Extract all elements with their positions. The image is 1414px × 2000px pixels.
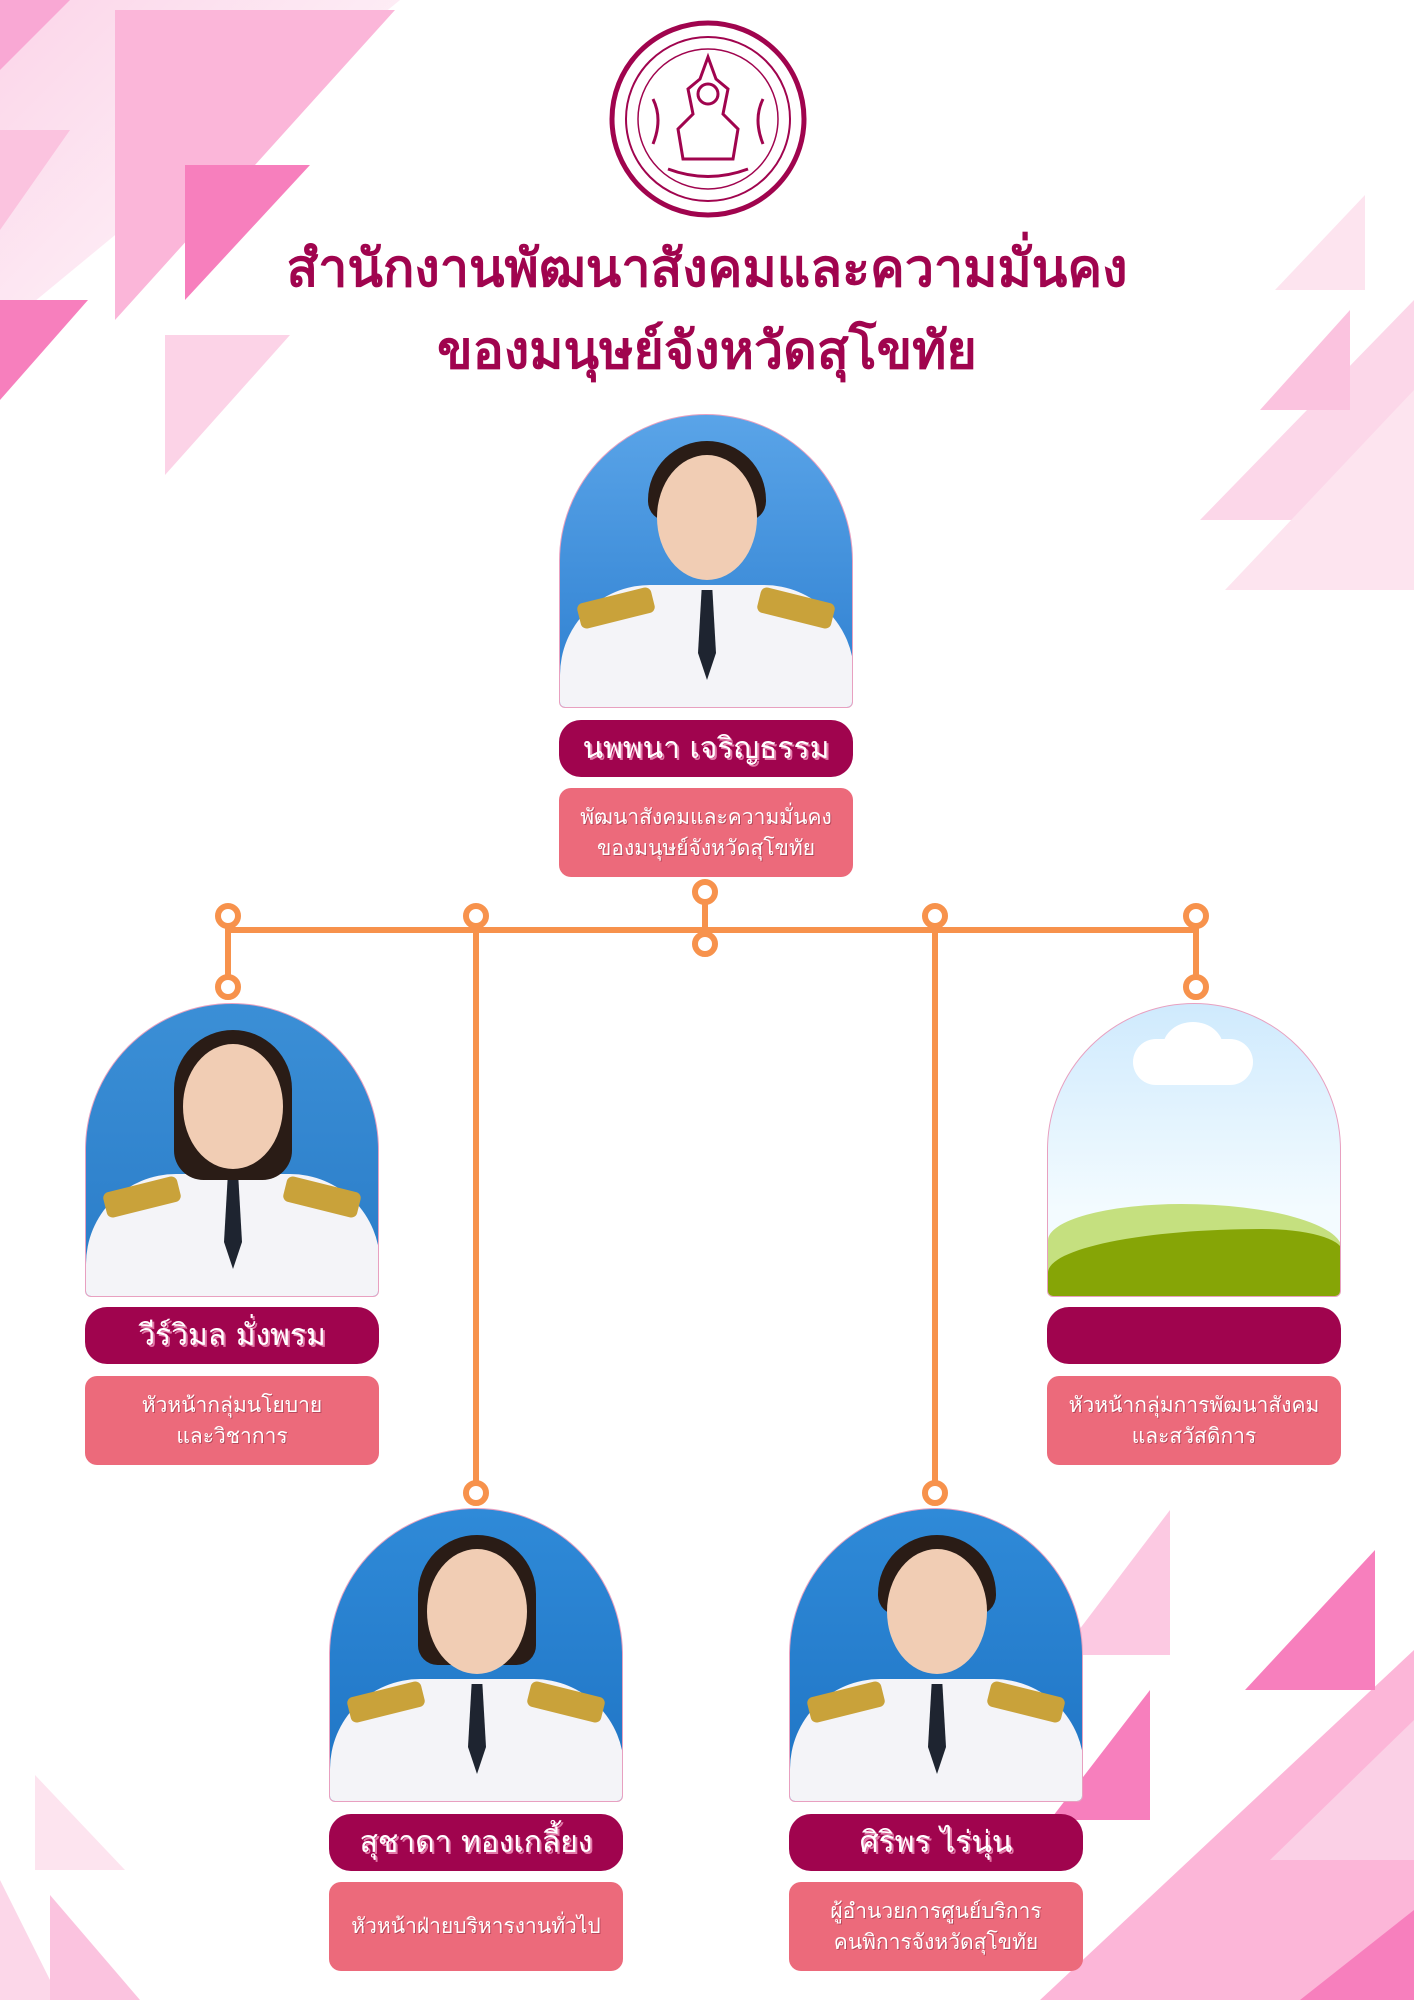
page-title-line1: สำนักงานพัฒนาสังคมและความมั่นคง	[286, 239, 1128, 299]
member-role: ผู้อำนวยการศูนย์บริการ คนพิการจังหวัดสุโ…	[789, 1882, 1083, 1971]
chief-role: พัฒนาสังคมและความมั่นคง ของมนุษย์จังหวัด…	[559, 788, 853, 877]
member-name: ศิริพร ไร่นุ่น	[789, 1814, 1083, 1871]
member-name: สุชาดา ทองเกลี้ยง	[329, 1814, 623, 1871]
page-title-line2: ของมนุษย์จังหวัดสุโขทัย	[437, 321, 977, 381]
member-photo	[329, 1508, 623, 1802]
member-role: หัวหน้ากลุ่มการพัฒนาสังคม และสวัสดิการ	[1047, 1376, 1341, 1465]
placeholder-landscape-image	[1047, 1003, 1341, 1297]
member-name: วีร์วิมล มั่งพรม	[85, 1307, 379, 1364]
member-role: หัวหน้ากลุ่มนโยบาย และวิชาการ	[85, 1376, 379, 1465]
chief-photo	[559, 414, 853, 708]
member-photo	[85, 1003, 379, 1297]
chief-name: นพพนา เจริญธรรม	[559, 720, 853, 777]
member-name	[1047, 1307, 1341, 1364]
member-role: หัวหน้าฝ่ายบริหารงานทั่วไป	[329, 1882, 623, 1971]
member-photo	[789, 1508, 1083, 1802]
ministry-seal-icon	[608, 19, 808, 219]
